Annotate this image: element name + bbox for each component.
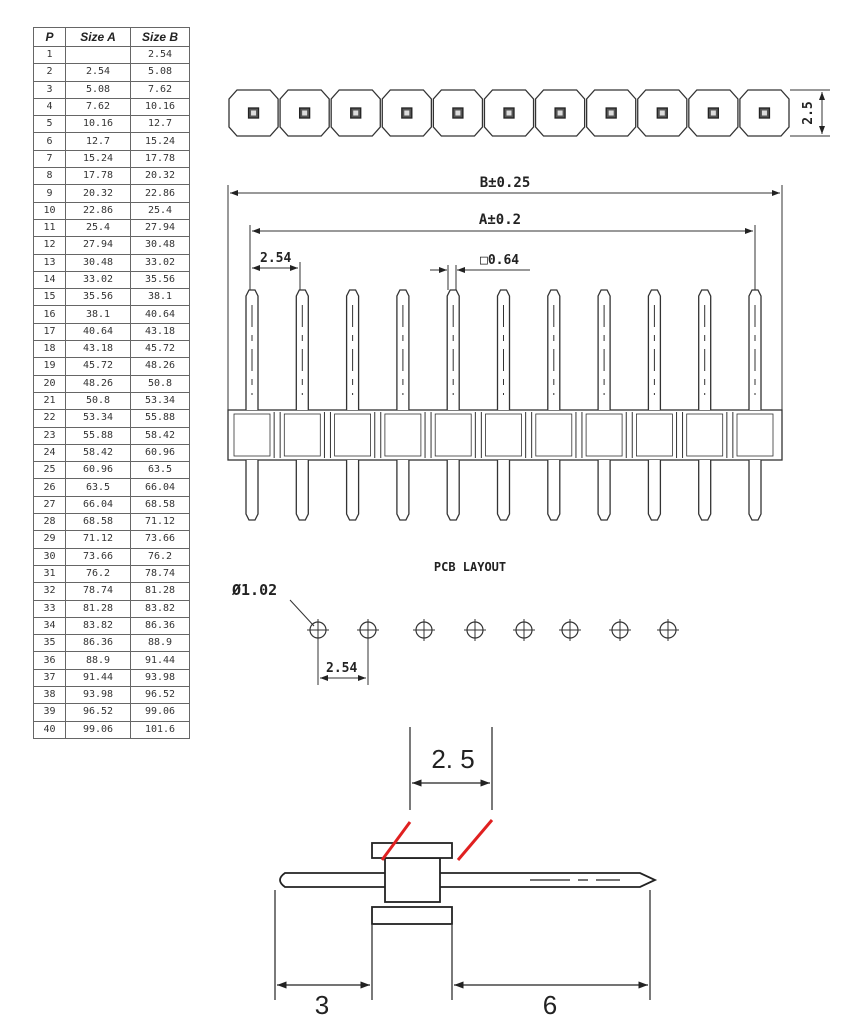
header-pin bbox=[334, 289, 382, 521]
table-header-row: P Size A Size B bbox=[33, 27, 190, 47]
top-pin-housing bbox=[330, 89, 381, 137]
pcb-pitch-dimension bbox=[317, 640, 369, 685]
top-pin-housing bbox=[483, 89, 535, 137]
pcb-holes bbox=[307, 619, 679, 641]
pitch-label: 2.54 bbox=[260, 251, 291, 266]
plastic-housing bbox=[227, 409, 783, 461]
top-height-label: 2.5 bbox=[801, 101, 816, 124]
header-pin bbox=[384, 289, 432, 521]
header-pin bbox=[535, 289, 583, 521]
top-pin-housing bbox=[534, 89, 586, 137]
top-view bbox=[228, 89, 790, 137]
highlight-line-left bbox=[380, 821, 412, 861]
pcb-pitch-label: 2.54 bbox=[326, 661, 357, 676]
cell-size-b: 101.6 bbox=[130, 720, 190, 739]
front-view bbox=[227, 289, 783, 521]
right-length-label: 6 bbox=[543, 990, 557, 1020]
side-dimensions bbox=[274, 727, 651, 1000]
header-pin bbox=[636, 289, 684, 521]
top-pin-housing bbox=[432, 89, 484, 137]
pcb-hole bbox=[559, 619, 581, 641]
hole-leader-line bbox=[289, 599, 315, 627]
header-pin bbox=[736, 289, 774, 521]
hole-diameter-label: Ø1.02 bbox=[231, 581, 277, 599]
highlight-lines bbox=[380, 819, 494, 861]
header-pin bbox=[585, 289, 633, 521]
top-pin-housing bbox=[688, 89, 739, 137]
pcb-hole bbox=[357, 619, 379, 641]
top-pin-housing bbox=[279, 89, 330, 137]
header-pin bbox=[485, 289, 533, 521]
top-pin-housing bbox=[637, 89, 688, 137]
pcb-hole bbox=[413, 619, 435, 641]
cell-size-b: 5.08 bbox=[130, 63, 190, 82]
left-length-label: 3 bbox=[315, 990, 329, 1020]
top-pin-housing bbox=[381, 89, 433, 137]
pcb-hole bbox=[513, 619, 535, 641]
side-view bbox=[279, 842, 658, 925]
top-pin-housing bbox=[228, 89, 279, 137]
top-height-dimension bbox=[790, 89, 830, 137]
b-dimension-label: B±0.25 bbox=[480, 175, 531, 191]
highlight-line-right bbox=[456, 819, 494, 861]
header-pin bbox=[283, 289, 331, 521]
top-pin-housing bbox=[585, 89, 637, 137]
side-height-label: 2. 5 bbox=[431, 744, 474, 774]
pcb-hole bbox=[307, 619, 329, 641]
header-pin bbox=[233, 289, 281, 521]
pcb-hole bbox=[609, 619, 631, 641]
header-pin bbox=[434, 289, 482, 521]
pcb-layout-title: PCB LAYOUT bbox=[434, 560, 506, 574]
pin-size-label: □0.64 bbox=[480, 253, 519, 268]
pcb-hole bbox=[657, 619, 679, 641]
header-size-b: Size B bbox=[130, 27, 190, 47]
pcb-hole bbox=[464, 619, 486, 641]
a-dimension-label: A±0.2 bbox=[479, 212, 521, 228]
top-pin-housing bbox=[739, 89, 790, 137]
header-pin bbox=[686, 289, 734, 521]
front-dimensions bbox=[227, 185, 783, 410]
